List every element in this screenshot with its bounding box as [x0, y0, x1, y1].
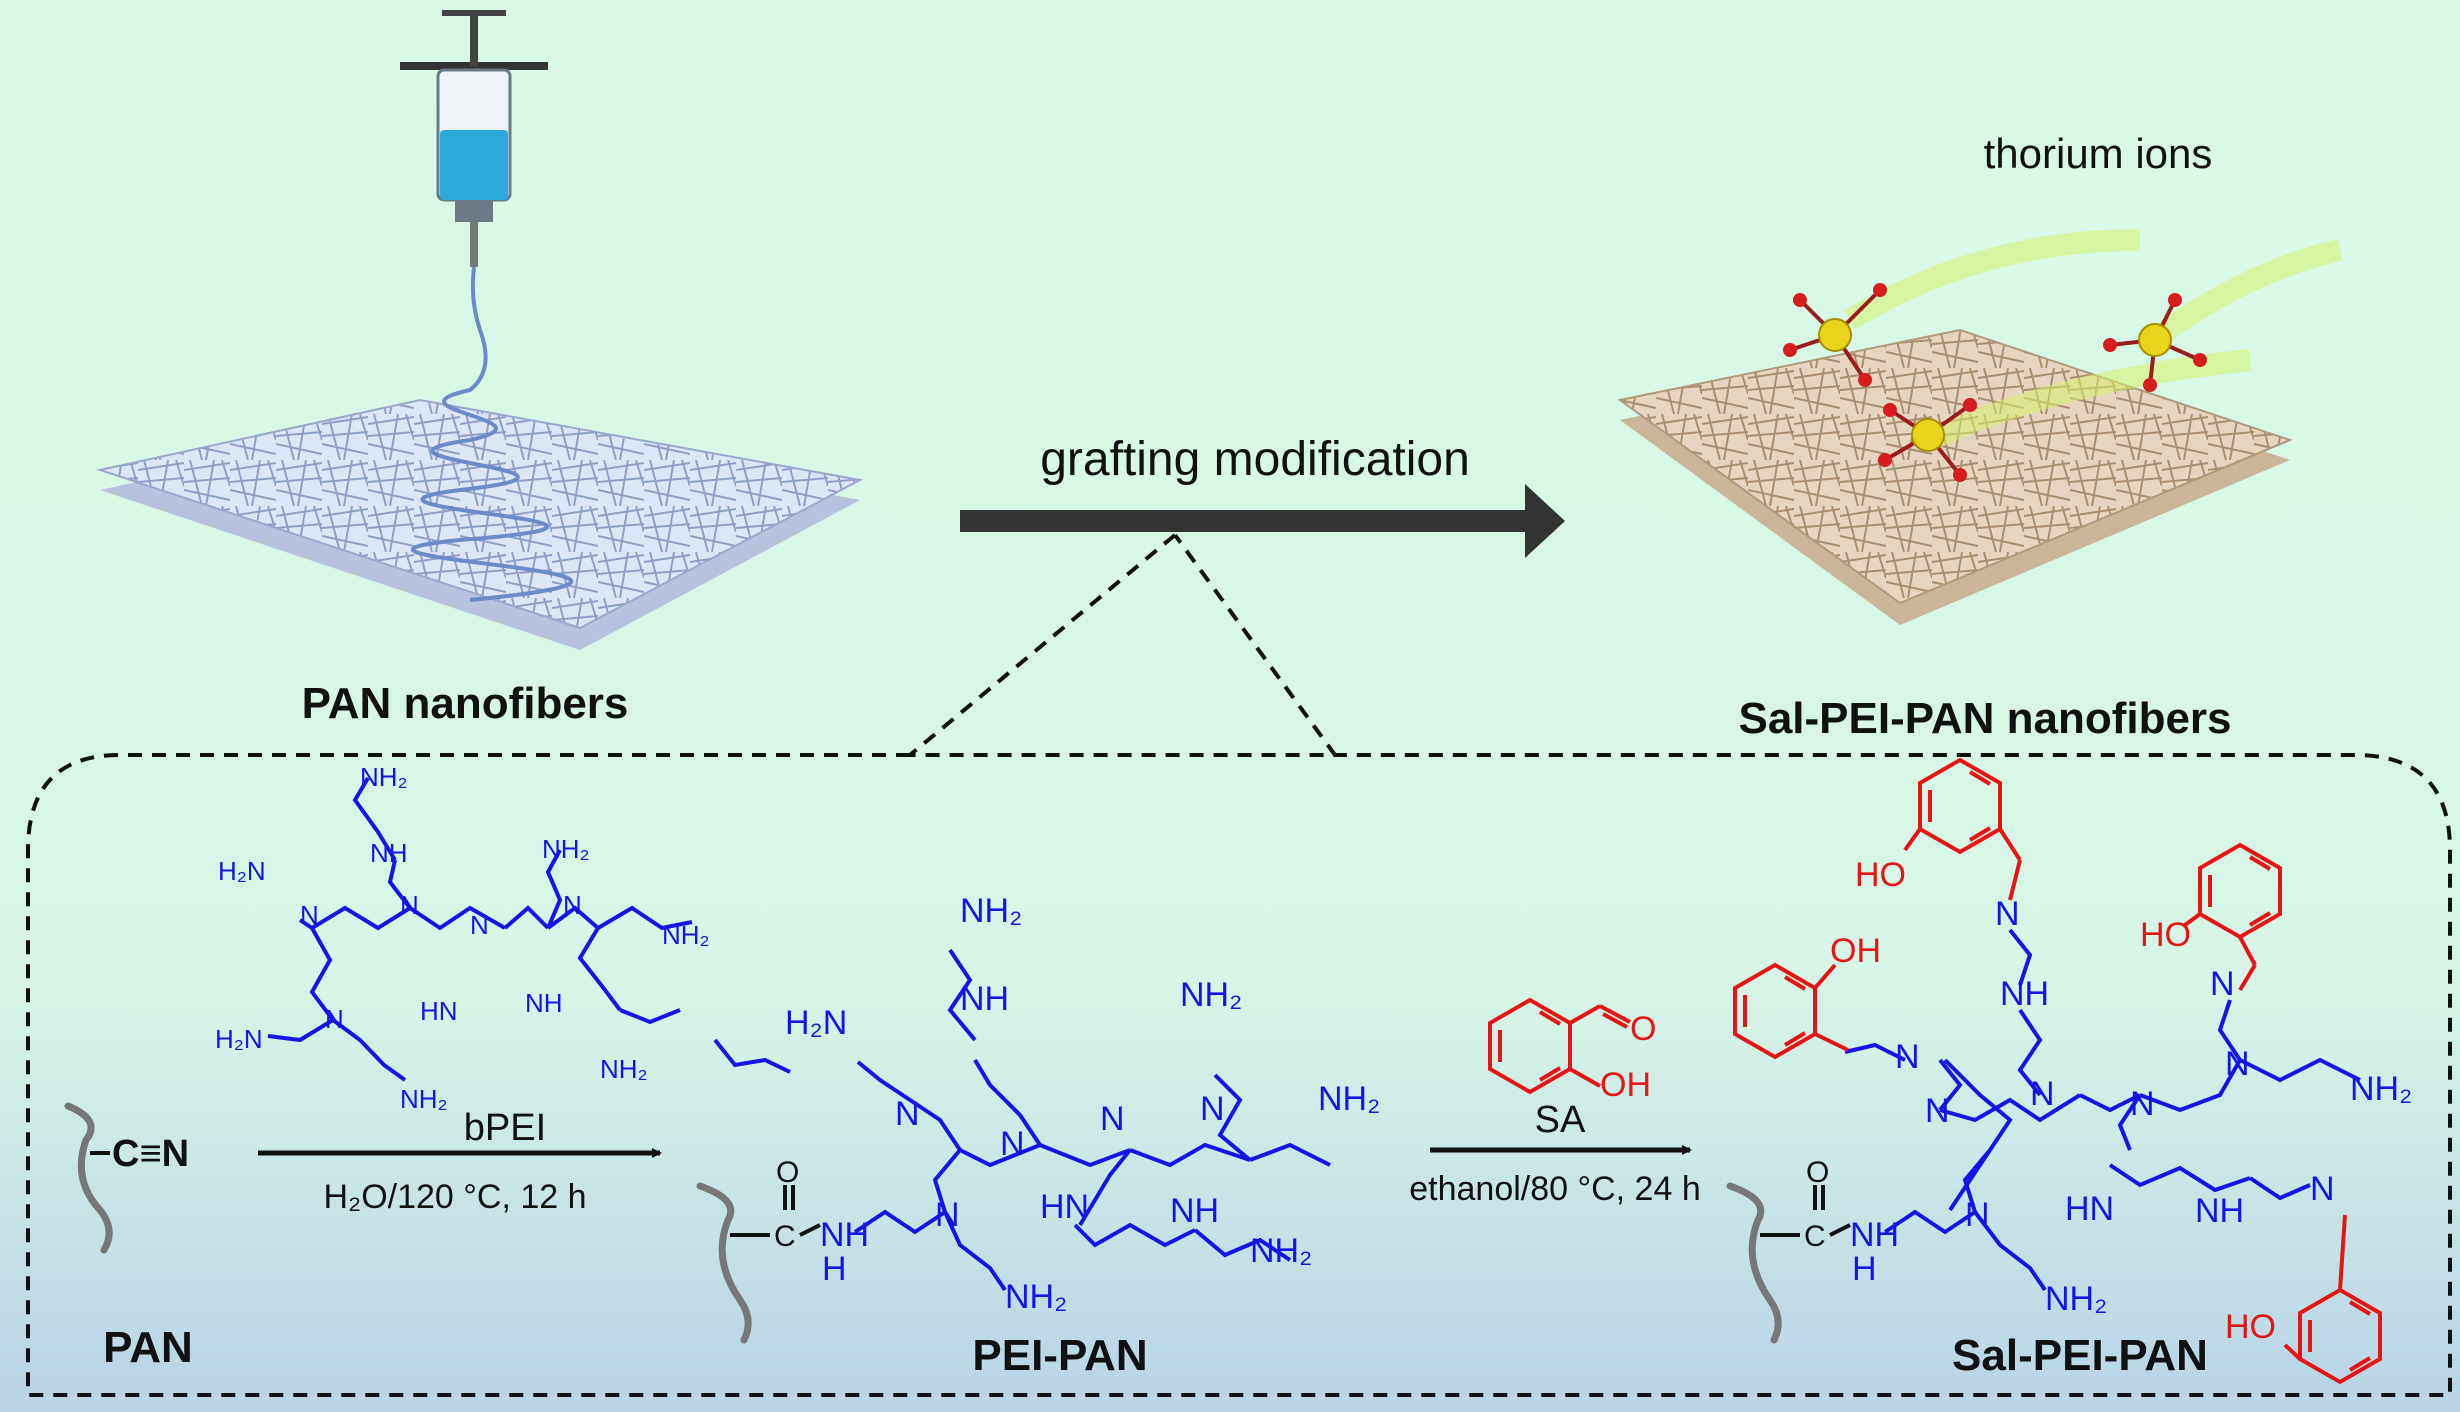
sal-ho-2: HO	[1855, 856, 1906, 894]
sal-pei-pan-polymer: NH H N N N N N N NH N N NH₂ HN NH N NH₂	[1844, 895, 2412, 1318]
nitrile-group: C≡N	[112, 1133, 189, 1175]
sal-n-1: N	[1965, 1196, 1990, 1234]
sal-pei-pan-carbon: C	[1804, 1220, 1826, 1253]
sal-pei-pan-amide	[1760, 1185, 1851, 1237]
pei-pan-oxygen: O	[776, 1156, 799, 1189]
sal-n-2: N	[1925, 1092, 1950, 1130]
pei-pan-carbon: C	[774, 1220, 796, 1253]
pei-pan-n-5: N	[1200, 1090, 1225, 1128]
pei-pan-nh2-3: NH₂	[1318, 1080, 1380, 1118]
sa-hydroxyl: OH	[1600, 1066, 1651, 1104]
bpei-n-5: N	[325, 1004, 344, 1034]
bpei-hn-1: HN	[420, 996, 458, 1026]
sal-n-3: N	[2030, 1075, 2055, 1113]
salicylidene-ring-4: HO	[2225, 1214, 2382, 1385]
sal-nh2-1: NH₂	[2350, 1070, 2412, 1108]
sal-pei-pan-fiber	[1726, 1182, 1782, 1344]
sal-ho-4: HO	[2225, 1308, 2276, 1346]
sal-imine-n-1: N	[1895, 1038, 1920, 1076]
salicylidene-ring-3: HO	[2140, 842, 2282, 992]
grafting-label: grafting modification	[1040, 433, 1470, 486]
sal-nh2-2: NH₂	[2045, 1280, 2107, 1318]
sal-n-5: N	[2225, 1045, 2250, 1083]
bpei-nh2-3: NH₂	[542, 834, 590, 864]
thorium-ions-label: thorium ions	[1984, 130, 2213, 177]
pan-structure	[64, 1102, 113, 1254]
pei-pan-fiber	[696, 1182, 752, 1344]
pei-pan-nh2-1: NH₂	[960, 892, 1022, 930]
sal-n-4: N	[2130, 1085, 2155, 1123]
bpei-nh2-7: NH₂	[600, 1054, 648, 1084]
electrospinning-jet	[410, 266, 574, 602]
reaction1-conditions: H₂O/120 °C, 12 h	[323, 1178, 586, 1216]
pei-pan-nh-1: NH	[960, 980, 1009, 1018]
bpei-nh2-5: H₂N	[215, 1024, 263, 1054]
bpei-structure: N N N N N H₂N NH₂ NH NH₂ NH₂ HN NH H₂N N…	[215, 762, 791, 1114]
sal-pei-pan-label: Sal-PEI-PAN	[1952, 1331, 2208, 1380]
bpei-n-4: N	[563, 890, 582, 920]
sal-nh-amide: NH	[1850, 1216, 1899, 1254]
pan-nanofibers-label: PAN nanofibers	[302, 679, 629, 728]
bpei-nh2-2: NH₂	[360, 762, 408, 792]
pei-pan-n-4: N	[1100, 1100, 1125, 1138]
pei-pan-nh-amide: NH	[820, 1216, 869, 1254]
bpei-nh2-1: H₂N	[218, 856, 266, 886]
pei-pan-amide	[730, 1185, 821, 1237]
salicylidene-ring-2: HO	[1855, 757, 2022, 901]
bpei-reagent: bPEI	[464, 1107, 546, 1149]
sa-oxygen: O	[1630, 1010, 1656, 1048]
sal-hn-1: HN	[2065, 1190, 2114, 1228]
bpei-nh2-4: NH₂	[662, 920, 710, 950]
reaction2-conditions: ethanol/80 °C, 24 h	[1409, 1170, 1700, 1208]
sal-nh-1: NH	[2000, 975, 2049, 1013]
pei-pan-nh-2: NH	[1170, 1192, 1219, 1230]
bpei-n-3: N	[470, 910, 489, 940]
syringe-icon	[400, 10, 548, 267]
callout-box	[26, 533, 2452, 1397]
sal-imine-n-3: N	[2210, 965, 2235, 1003]
salicylaldehyde-structure	[1488, 997, 1631, 1095]
thorium-ion-complexes	[1783, 283, 2207, 482]
pei-pan-h2n-1: H₂N	[785, 1004, 847, 1042]
pei-pan-polymer: NH H N N N N N H₂N NH NH₂ NH₂ NH₂ HN NH …	[785, 892, 1380, 1316]
grafting-arrow	[960, 484, 1565, 558]
pei-pan-label: PEI-PAN	[972, 1331, 1147, 1380]
pei-pan-n-2: N	[895, 1095, 920, 1133]
bpei-nh-2: NH	[525, 988, 563, 1018]
bpei-n-1: N	[300, 900, 319, 930]
sa-reagent: SA	[1535, 1099, 1586, 1141]
sal-nh-2: NH	[2195, 1192, 2244, 1230]
bpei-nh2-6: NH₂	[400, 1084, 448, 1114]
sal-ho-3: HO	[2140, 916, 2191, 954]
pei-pan-nh2-2: NH₂	[1180, 976, 1242, 1014]
pei-pan-nh2-4: NH₂	[1250, 1232, 1312, 1270]
sal-h-amide: H	[1852, 1250, 1877, 1288]
sal-nanofibers-label: Sal-PEI-PAN nanofibers	[1738, 694, 2231, 743]
salicylidene-ring-1: OH	[1733, 932, 1881, 1060]
sal-oh-1: OH	[1830, 932, 1881, 970]
pei-pan-h-amide: H	[822, 1250, 847, 1288]
sal-pei-pan-oxygen: O	[1806, 1156, 1829, 1189]
pei-pan-n-3: N	[1000, 1125, 1025, 1163]
bpei-n-2: N	[400, 890, 419, 920]
pei-pan-nh2-5: NH₂	[1005, 1278, 1067, 1316]
sal-imine-n-2: N	[1995, 895, 2020, 933]
pei-pan-hn-1: HN	[1040, 1188, 1089, 1226]
pei-pan-n-1: N	[935, 1196, 960, 1234]
bpei-nh-1: NH	[370, 838, 408, 868]
sal-imine-n-4: N	[2310, 1170, 2335, 1208]
pan-label: PAN	[103, 1323, 193, 1372]
